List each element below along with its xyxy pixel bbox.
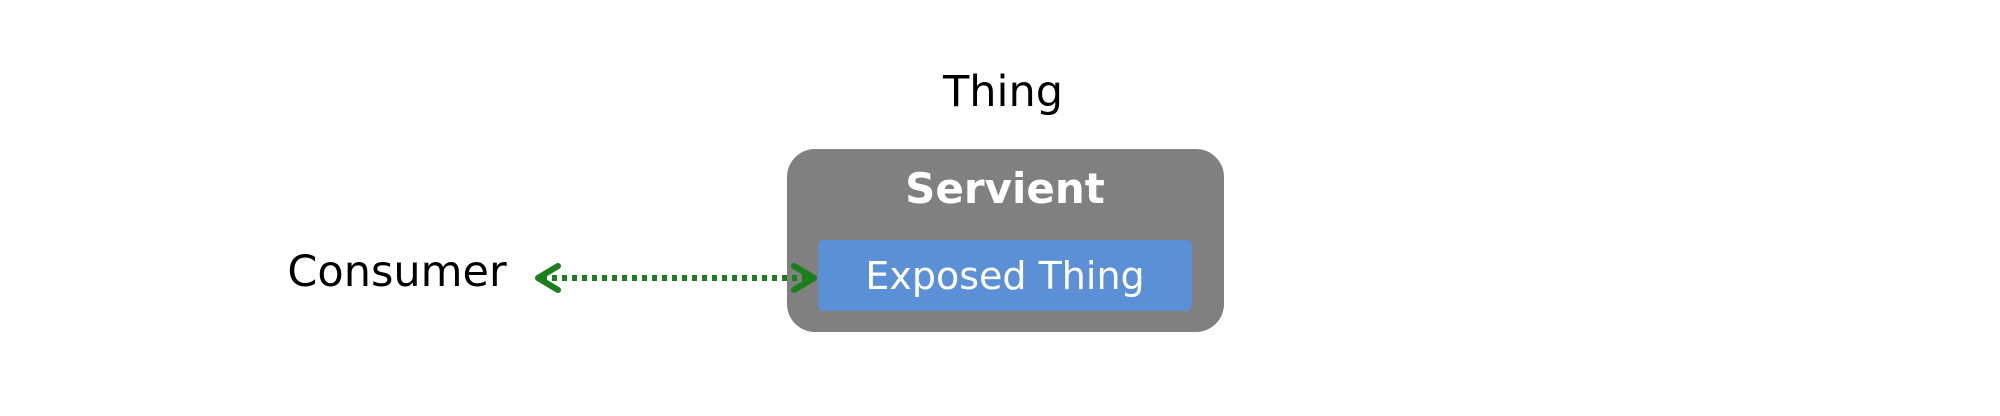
consumer-servient-connector: [535, 263, 817, 293]
servient-label: Servient: [905, 164, 1105, 213]
left-arrowhead: [535, 263, 561, 293]
exposed-thing-label: Exposed Thing: [865, 254, 1144, 298]
thing-label: Thing: [942, 67, 1063, 117]
right-arrowhead: [791, 263, 817, 293]
exposed-thing-box: [818, 240, 1192, 311]
consumer-label: Consumer: [287, 247, 507, 297]
